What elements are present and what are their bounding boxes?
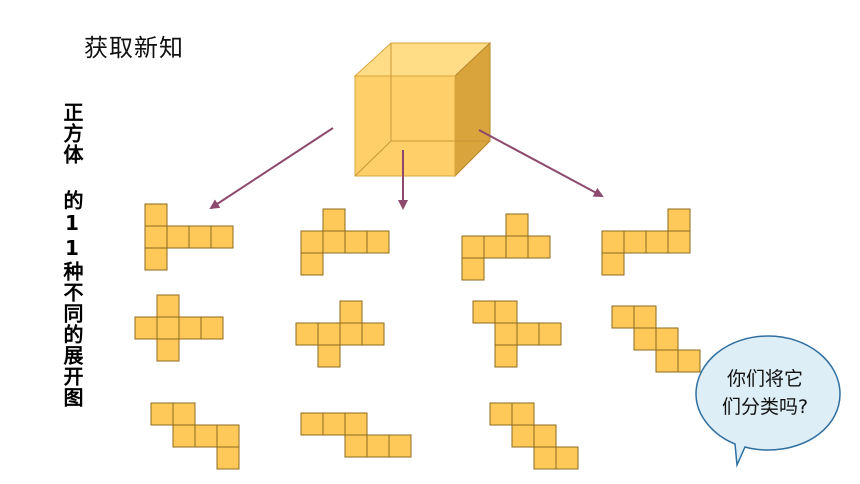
net-face — [156, 338, 180, 362]
net-face — [633, 327, 657, 351]
net-face — [300, 412, 324, 436]
net-face — [295, 322, 319, 346]
net-face — [156, 294, 180, 318]
cube-nets — [134, 203, 701, 470]
net-face — [134, 316, 158, 340]
net-10 — [300, 412, 412, 458]
net-face — [461, 257, 485, 281]
net-face — [344, 434, 368, 458]
net-5 — [134, 294, 224, 362]
net-9 — [150, 402, 240, 470]
net-face — [505, 235, 529, 259]
net-face — [505, 213, 529, 237]
net-6 — [295, 300, 385, 368]
net-face — [623, 230, 647, 254]
bubble-line-1: 你们将它 — [726, 368, 803, 390]
net-face — [645, 230, 669, 254]
net-face — [366, 434, 390, 458]
net-face — [339, 300, 363, 324]
net-face — [216, 446, 240, 470]
net-face — [188, 225, 212, 249]
net-face — [216, 424, 240, 448]
cube — [353, 41, 492, 178]
net-face — [494, 344, 518, 368]
net-face — [339, 322, 363, 346]
net-face — [210, 225, 234, 249]
net-face — [144, 203, 168, 227]
net-face — [655, 349, 679, 373]
net-face — [194, 424, 218, 448]
net-face — [538, 322, 562, 346]
net-face — [633, 305, 657, 329]
net-face — [322, 208, 346, 232]
cube-hidden-edge — [354, 140, 392, 177]
net-face — [172, 402, 196, 426]
net-face — [361, 322, 385, 346]
net-face — [677, 349, 701, 373]
net-11 — [489, 402, 579, 470]
net-face — [172, 424, 196, 448]
arrow-left — [209, 127, 334, 210]
net-face — [527, 235, 551, 259]
net-8 — [611, 305, 701, 373]
net-face — [344, 412, 368, 436]
page-title: 获取新知 — [84, 34, 184, 62]
net-face — [533, 446, 557, 470]
net-face — [300, 230, 324, 254]
net-face — [461, 235, 485, 259]
net-face — [200, 316, 224, 340]
net-face — [300, 252, 324, 276]
net-face — [494, 322, 518, 346]
net-face — [366, 230, 390, 254]
net-face — [150, 402, 174, 426]
net-face — [667, 208, 691, 232]
net-face — [494, 300, 518, 324]
net-face — [489, 402, 513, 426]
net-face — [611, 305, 635, 329]
net-face — [344, 230, 368, 254]
net-1 — [144, 203, 234, 271]
net-7 — [472, 300, 562, 368]
net-face — [601, 252, 625, 276]
speech-bubble — [695, 335, 841, 468]
net-face — [322, 230, 346, 254]
net-face — [667, 230, 691, 254]
net-face — [516, 322, 540, 346]
net-face — [144, 225, 168, 249]
net-face — [655, 327, 679, 351]
net-face — [601, 230, 625, 254]
net-face — [511, 402, 535, 426]
side-title: 正方体 的11种不同的展开图 — [60, 102, 84, 408]
net-face — [555, 446, 579, 470]
net-face — [144, 247, 168, 271]
arrow-right — [478, 129, 604, 197]
net-face — [317, 322, 341, 346]
net-4 — [601, 208, 691, 276]
net-face — [472, 300, 496, 324]
net-2 — [300, 208, 390, 276]
net-face — [322, 412, 346, 436]
net-face — [178, 316, 202, 340]
net-face — [166, 225, 190, 249]
bubble-line-2: 们分类吗? — [721, 396, 809, 418]
speech-bubble-text: 你们将它 们分类吗? — [706, 365, 824, 421]
net-face — [511, 424, 535, 448]
net-face — [533, 424, 557, 448]
net-face — [483, 235, 507, 259]
net-face — [317, 344, 341, 368]
net-face — [156, 316, 180, 340]
net-face — [388, 434, 412, 458]
net-3 — [461, 213, 551, 281]
